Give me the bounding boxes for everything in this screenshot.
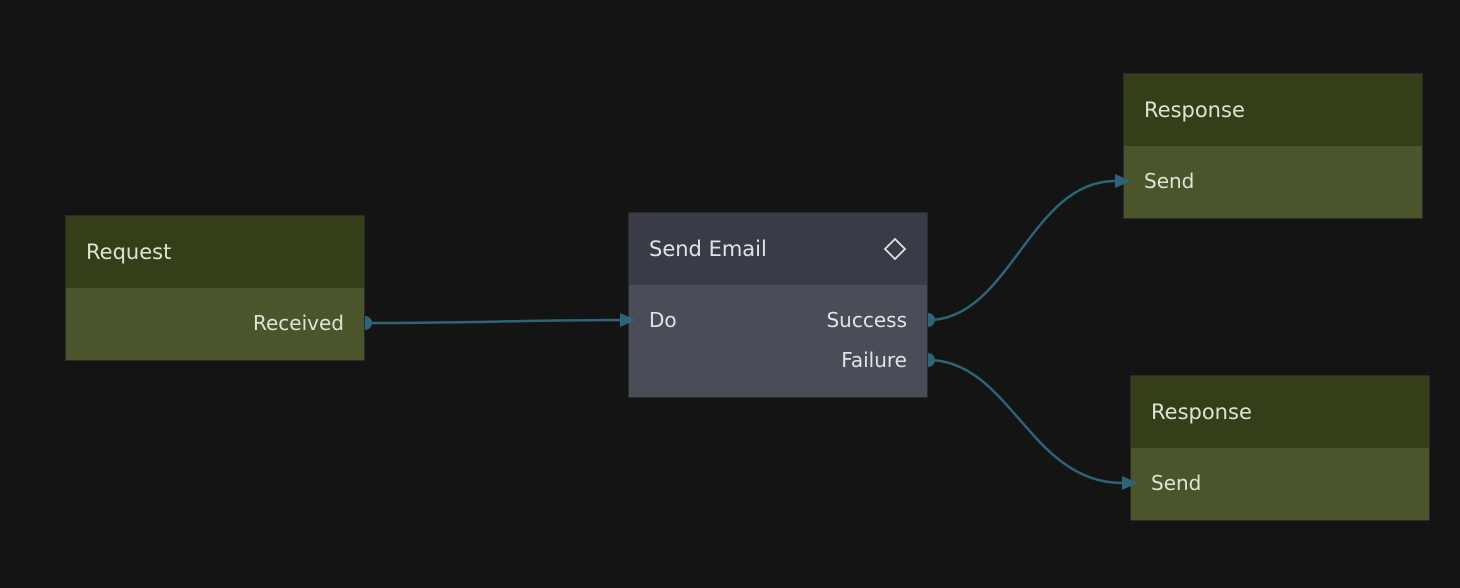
node-title: Request: [86, 240, 172, 264]
input-port-send[interactable]: Send: [1151, 471, 1202, 495]
node-header[interactable]: Request: [66, 216, 364, 288]
node-title: Response: [1144, 98, 1245, 122]
output-port-success[interactable]: Success: [826, 308, 907, 332]
wire-success-to-response[interactable]: [927, 179, 1116, 322]
diamond-icon[interactable]: [883, 237, 907, 261]
output-port-failure[interactable]: Failure: [841, 348, 907, 372]
node-header[interactable]: Send Email: [629, 213, 927, 285]
wire-failure-to-response[interactable]: [927, 358, 1123, 485]
node-header[interactable]: Response: [1131, 376, 1429, 448]
node-title: Response: [1151, 400, 1252, 424]
node-header[interactable]: Response: [1124, 74, 1422, 146]
output-port-received[interactable]: Received: [253, 311, 344, 335]
node-response-success[interactable]: Response Send: [1123, 73, 1423, 219]
input-port-send[interactable]: Send: [1144, 169, 1195, 193]
node-request[interactable]: Request Received: [65, 215, 365, 361]
wire-received-to-do[interactable]: [364, 318, 629, 325]
node-response-failure[interactable]: Response Send: [1130, 375, 1430, 521]
node-title: Send Email: [649, 237, 767, 261]
node-send-email[interactable]: Send Email Do Success Failure: [628, 212, 928, 398]
input-port-do[interactable]: Do: [649, 308, 677, 332]
